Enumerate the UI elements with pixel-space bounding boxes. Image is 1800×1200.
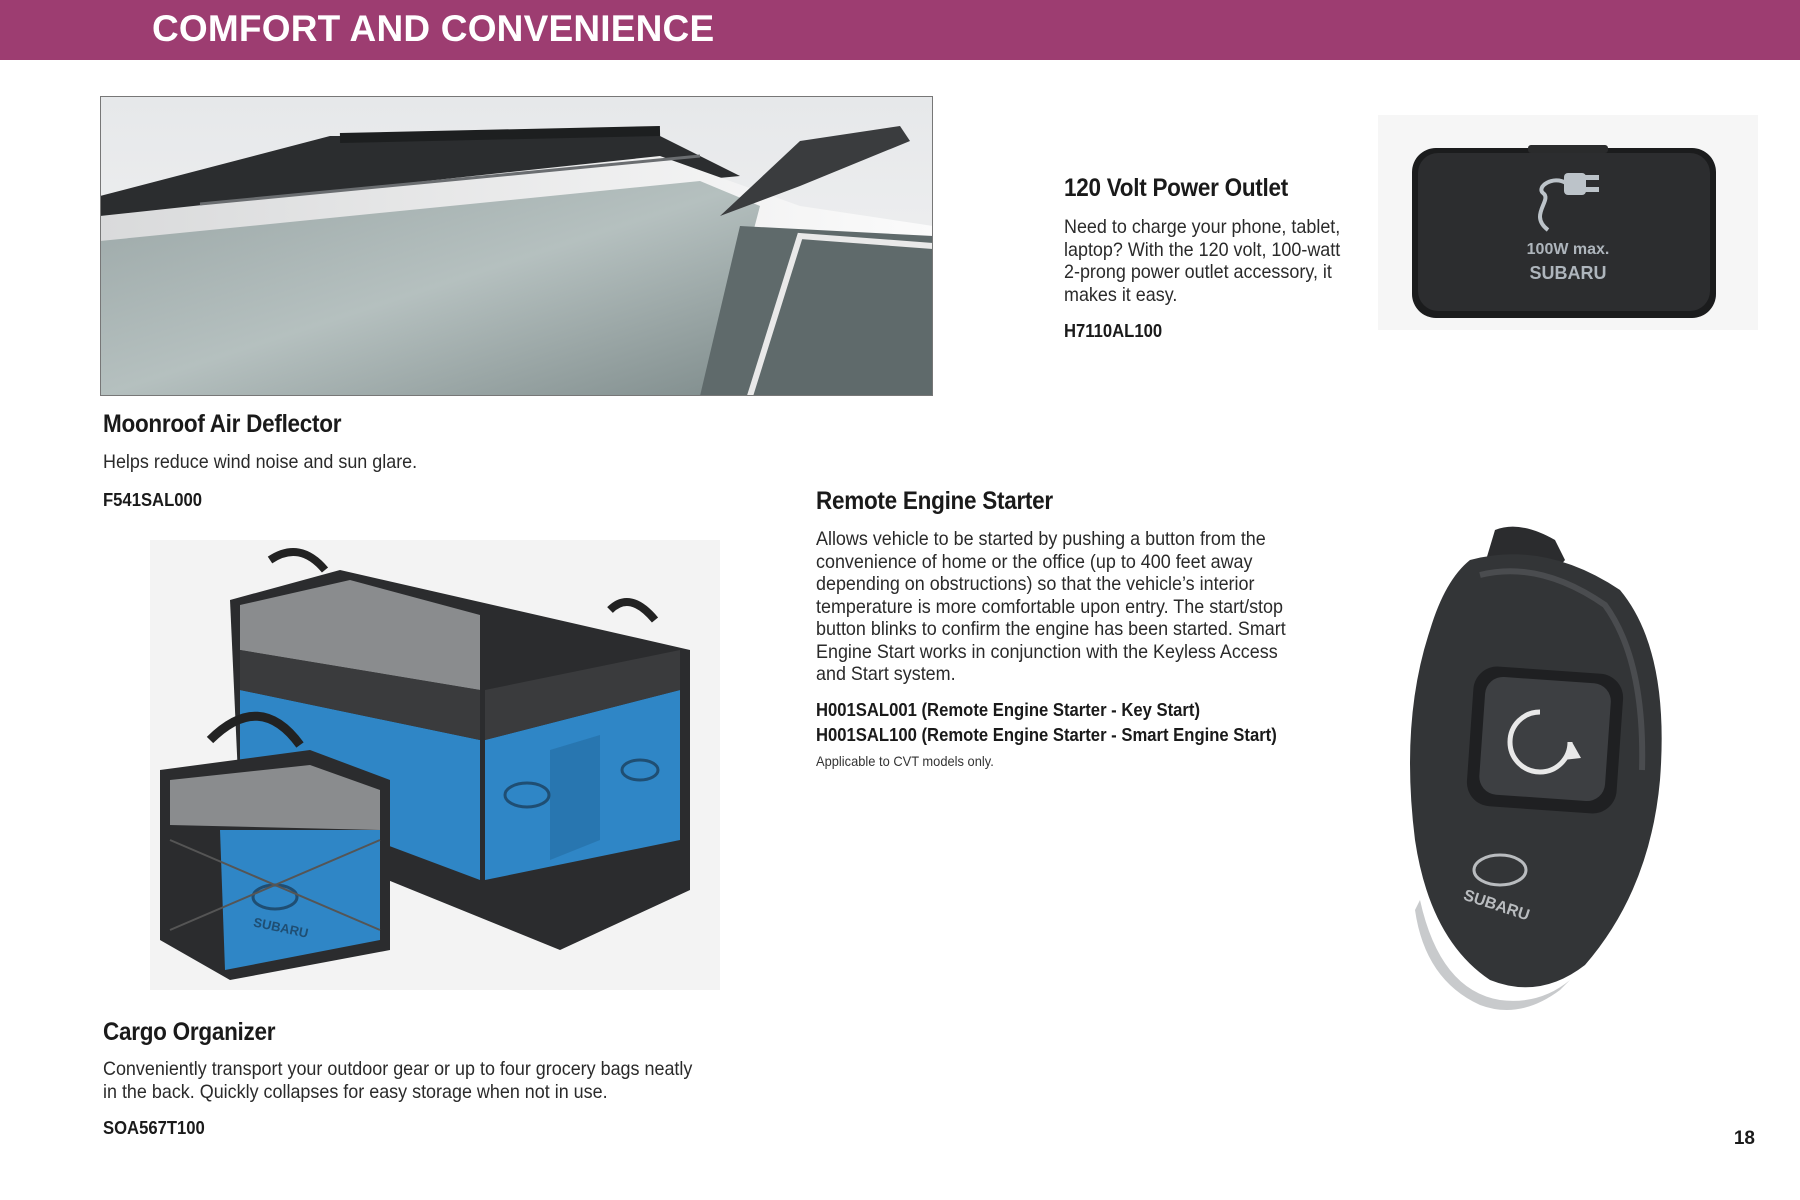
description-line: 2-prong power outlet accessory, it: [1064, 261, 1332, 283]
cargo-organizer-title: Cargo Organizer: [103, 1018, 276, 1046]
moonroof-description: Helps reduce wind noise and sun glare.: [103, 451, 418, 473]
remote-starter-title: Remote Engine Starter: [816, 487, 1053, 515]
cargo-organizer-description: Conveniently transport your outdoor gear…: [103, 1058, 692, 1103]
description-line: and Start system.: [816, 663, 956, 685]
remote-starter-note: Applicable to CVT models only.: [816, 753, 994, 769]
description-line: laptop? With the 120 volt, 100-watt: [1064, 238, 1341, 261]
description-line: Engine Start works in conjunction with t…: [816, 640, 1278, 663]
page-number: 18: [1733, 1128, 1755, 1149]
cargo-organizer-image: SUBARU: [150, 540, 720, 990]
plug-icon: [1538, 173, 1599, 232]
subaru-logo-icon: [1472, 853, 1528, 887]
power-outlet-title: 120 Volt Power Outlet: [1064, 174, 1288, 202]
moonroof-deflector-image: [100, 96, 933, 396]
remote-key-fob-image: SUBARU: [1370, 520, 1710, 1020]
remote-starter-description: Allows vehicle to be started by pushing …: [816, 528, 1286, 686]
description-line: Conveniently transport your outdoor gear…: [103, 1058, 693, 1080]
description-line: button blinks to confirm the engine has …: [816, 618, 1286, 640]
description-line: Allows vehicle to be started by pushing …: [816, 528, 1266, 550]
power-outlet-description: Need to charge your phone, tablet, lapto…: [1064, 216, 1340, 306]
outlet-rating-text: 100W max.: [1527, 241, 1610, 258]
start-stop-icon: [1507, 709, 1581, 775]
cargo-organizer-part-number: SOA567T100: [103, 1117, 205, 1138]
part-number: H001SAL001 (Remote Engine Starter - Key …: [816, 699, 1200, 720]
power-outlet-part-number: H7110AL100: [1064, 320, 1163, 341]
remote-starter-part-numbers: H001SAL001 (Remote Engine Starter - Key …: [816, 697, 1277, 747]
part-number: H001SAL100 (Remote Engine Starter - Smar…: [816, 724, 1277, 745]
description-line: convenience of home or the office (up to…: [816, 550, 1253, 573]
description-line: in the back. Quickly collapses for easy …: [103, 1080, 608, 1103]
description-line: depending on obstructions) so that the v…: [816, 573, 1255, 595]
moonroof-title: Moonroof Air Deflector: [103, 410, 342, 438]
outlet-brand-text: SUBARU: [1529, 263, 1606, 283]
section-header: COMFORT AND CONVENIENCE: [0, 0, 1800, 60]
description-line: Need to charge your phone, tablet,: [1064, 216, 1341, 238]
description-line: temperature is more comfortable upon ent…: [816, 595, 1284, 618]
power-outlet-image: 100W max. SUBARU: [1378, 115, 1758, 330]
moonroof-part-number: F541SAL000: [103, 489, 203, 510]
section-title: COMFORT AND CONVENIENCE: [152, 8, 715, 49]
description-line: makes it easy.: [1064, 283, 1178, 306]
